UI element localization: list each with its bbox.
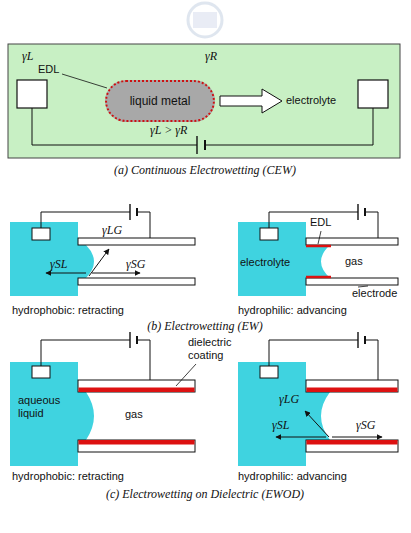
ewod-left (10, 332, 196, 466)
ew-right-part (269, 212, 358, 228)
droplet-label: liquid metal (130, 94, 191, 108)
ew-left-part (129, 204, 130, 220)
ewod-left-part (78, 380, 195, 392)
liquid-metal-droplet: liquid metal (105, 80, 215, 122)
sub-caption: hydrophilic: advancing (238, 470, 347, 483)
ew-left-part (32, 228, 50, 240)
figure-caption: (b) Electrowetting (EW) (147, 320, 263, 333)
ewod-left-part (137, 340, 150, 380)
ewod-left-part (79, 440, 195, 445)
ewod-right-part (276, 437, 326, 438)
gamma-label: γSG (126, 258, 145, 271)
medium-label: aqueous liquid (18, 394, 74, 420)
cew-panel-part (358, 80, 388, 108)
ew-right-part (318, 231, 321, 244)
ewod-left-part (78, 440, 195, 452)
figure-caption: (a) Continuous Electrowetting (CEW) (114, 164, 296, 177)
ewod-right-part (306, 380, 398, 392)
gamma-label: γR (205, 50, 217, 63)
ew-right-part (260, 228, 278, 240)
watermark-logo-part (193, 12, 217, 28)
ewod-left-part (129, 332, 130, 348)
cew-panel (8, 44, 400, 158)
ewod-right-part (332, 437, 382, 438)
ew-right-part (306, 238, 398, 245)
gamma-label: γLG (102, 224, 122, 237)
medium-label: gas (345, 255, 363, 268)
medium-label: gas (125, 408, 143, 421)
edl-label: EDL (310, 216, 331, 229)
ewod-right-part (364, 336, 366, 344)
ew-right-part (364, 208, 366, 216)
ewod-right-part (307, 388, 398, 393)
ewod-right-part (269, 340, 358, 366)
ew-left-part (92, 273, 140, 274)
gamma-label: γSL (272, 419, 289, 432)
ewod-right-part (260, 366, 278, 378)
sub-caption: hydrophobic: retracting (12, 304, 124, 317)
ewod-left-part (32, 366, 50, 378)
ew-right-part (306, 245, 331, 248)
gamma-label: γSL (50, 258, 67, 271)
ewod-left-part (136, 336, 138, 344)
watermark-logo (188, 3, 222, 37)
cew-panel-part (8, 44, 400, 158)
ewod-left-part (176, 364, 196, 386)
sub-caption: hydrophobic: retracting (12, 470, 124, 483)
cew-panel-part (17, 80, 47, 108)
ewod-right-part (305, 411, 329, 437)
medium-label: electrolyte (286, 94, 336, 107)
part-label: dielectric coating (188, 336, 250, 362)
cew-panel-part (204, 140, 206, 150)
ew-right-part (357, 204, 358, 220)
ew-left-part (46, 273, 86, 274)
ew-right-part (306, 278, 398, 285)
ew-right-part (358, 286, 368, 287)
ewod-right (238, 332, 398, 466)
gamma-label: γLG (279, 393, 299, 406)
ewod-right-part (357, 332, 358, 348)
ew-left-part (137, 212, 150, 238)
medium-label: electrolyte (240, 256, 290, 269)
ewod-right-part (307, 440, 398, 445)
cew-panel-part (220, 89, 282, 113)
figure-caption: (c) Electrowetting on Dielectric (EWOD) (106, 488, 304, 501)
ew-left-part (89, 249, 109, 276)
cew-panel-part (62, 74, 107, 88)
ew-left-part (78, 278, 195, 285)
edl-label: EDL (38, 63, 59, 76)
ew-left-part (78, 238, 195, 245)
cew-panel-part (205, 108, 373, 145)
ew-right (238, 204, 398, 296)
ewod-left-part (79, 388, 195, 393)
ew-left-part (136, 208, 138, 216)
ew-left (10, 204, 195, 296)
ew-right-part (365, 212, 378, 238)
cew-panel-part (196, 136, 197, 154)
ew-right-part (306, 276, 331, 279)
inequality-label: γL > γR (150, 124, 187, 137)
ewod-right-part (365, 340, 378, 380)
sub-caption: hydrophilic: advancing (238, 304, 347, 317)
watermark-logo-part (188, 3, 222, 37)
gamma-label: γL (22, 50, 33, 63)
part-label: electrode (352, 287, 397, 300)
gamma-label: γSG (356, 419, 375, 432)
ewod-left-part (41, 340, 130, 366)
ewod-right-part (306, 440, 398, 452)
